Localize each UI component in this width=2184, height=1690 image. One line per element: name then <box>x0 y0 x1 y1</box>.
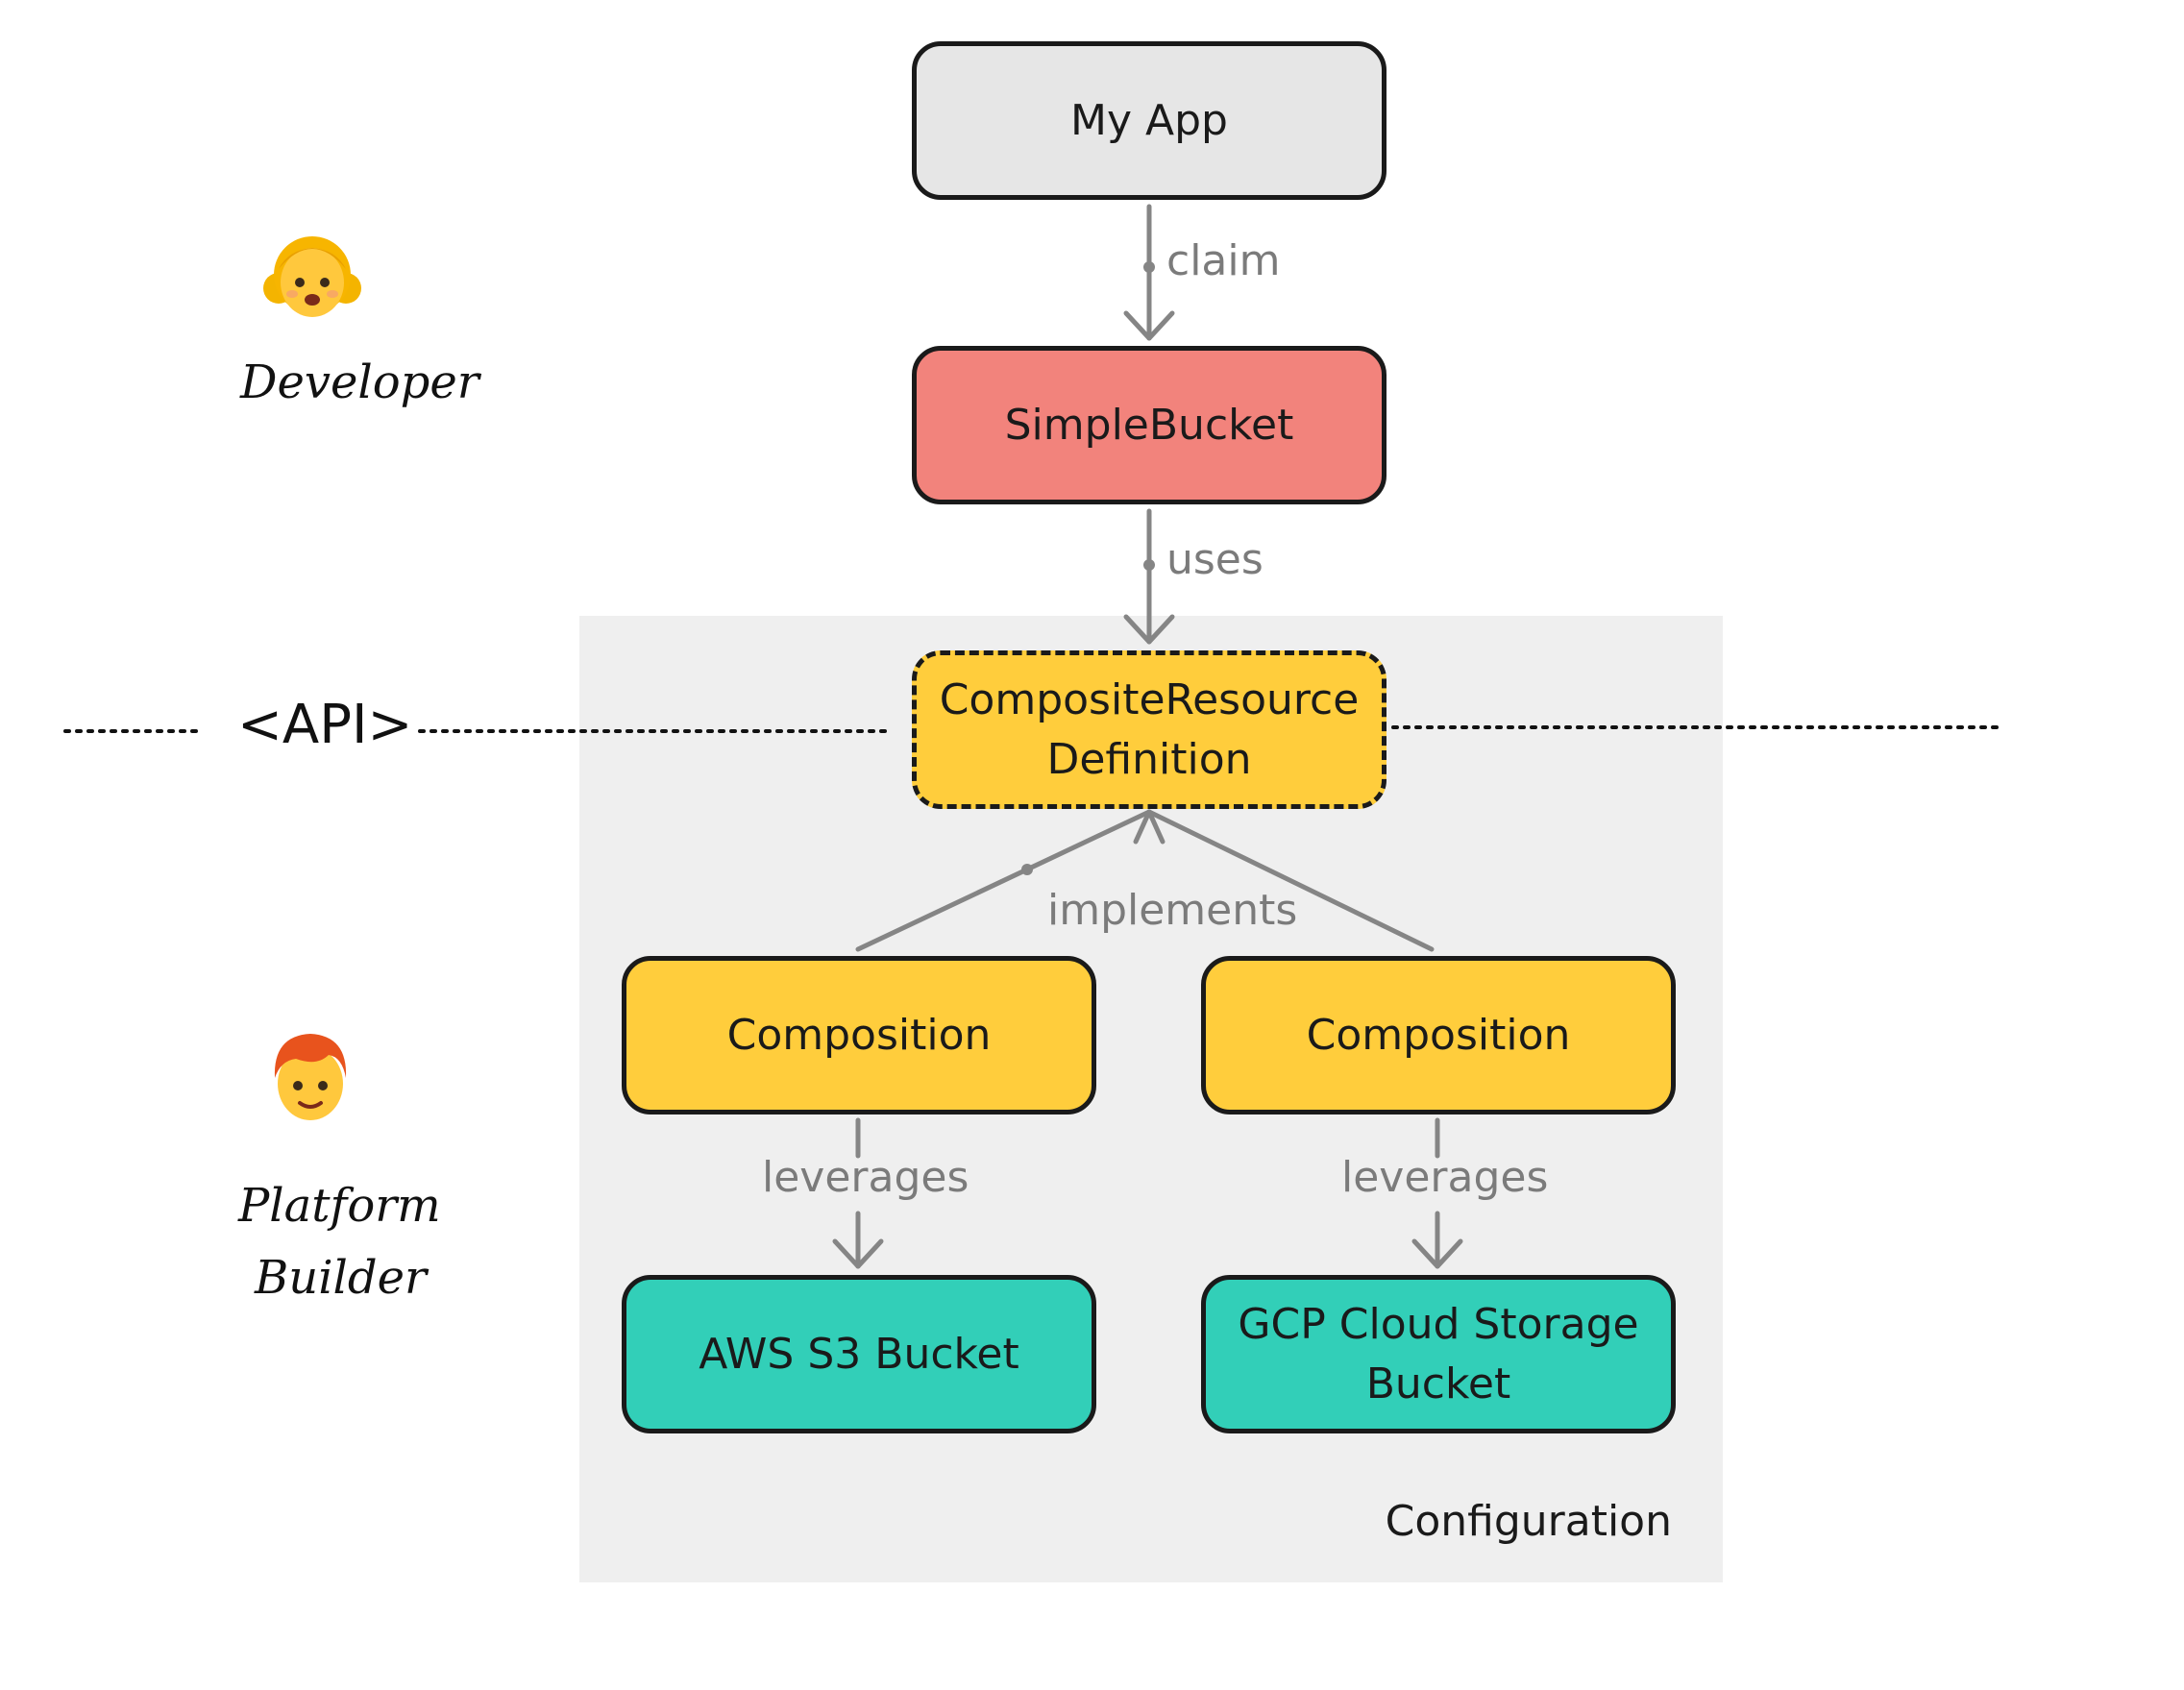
persona-platform-builder-label-line1: Platform <box>238 1179 441 1233</box>
node-simple-bucket[interactable]: SimpleBucket <box>912 346 1386 504</box>
node-my-app[interactable]: My App <box>912 41 1386 200</box>
node-aws-s3-bucket-label: AWS S3 Bucket <box>699 1329 1019 1379</box>
red-haired-person-emoji-icon <box>274 1034 347 1120</box>
edge-label-implements: implements <box>1047 886 1298 935</box>
edge-leverages-right <box>1411 1117 1463 1269</box>
node-my-app-label: My App <box>1070 95 1228 145</box>
girl-emoji-icon <box>263 236 361 317</box>
node-composition-right[interactable]: Composition <box>1201 956 1676 1114</box>
edge-label-uses: uses <box>1166 535 1264 584</box>
api-label: <API> <box>237 694 413 756</box>
edge-claim <box>1123 204 1175 341</box>
edge-label-leverages-right: leverages <box>1341 1153 1549 1202</box>
node-composition-right-label: Composition <box>1306 1010 1571 1060</box>
node-gcp-label-line1: GCP Cloud Storage <box>1238 1299 1639 1349</box>
edge-implements <box>855 809 1435 952</box>
node-composition-left-label: Composition <box>726 1010 992 1060</box>
edge-leverages-left <box>832 1117 884 1269</box>
edge-label-claim: claim <box>1166 236 1281 285</box>
persona-platform-builder-label-line2: Builder <box>255 1251 427 1305</box>
node-gcp-label: GCP Cloud Storage Bucket <box>1238 1295 1638 1414</box>
edge-label-leverages-left: leverages <box>762 1153 969 1202</box>
node-composite-resource-definition[interactable]: CompositeResource Definition <box>912 650 1386 809</box>
node-gcp-label-line2: Bucket <box>1365 1359 1511 1408</box>
node-xrd-label-line2: Definition <box>1046 734 1252 784</box>
persona-developer-label: Developer <box>240 355 479 409</box>
node-xrd-label: CompositeResource Definition <box>940 671 1360 790</box>
configuration-label: Configuration <box>1385 1497 1672 1546</box>
node-simple-bucket-label: SimpleBucket <box>1004 400 1294 450</box>
node-gcp-cloud-storage-bucket[interactable]: GCP Cloud Storage Bucket <box>1201 1275 1676 1433</box>
node-aws-s3-bucket[interactable]: AWS S3 Bucket <box>622 1275 1096 1433</box>
edge-uses <box>1123 508 1175 645</box>
node-xrd-label-line1: CompositeResource <box>939 674 1360 724</box>
node-composition-left[interactable]: Composition <box>622 956 1096 1114</box>
